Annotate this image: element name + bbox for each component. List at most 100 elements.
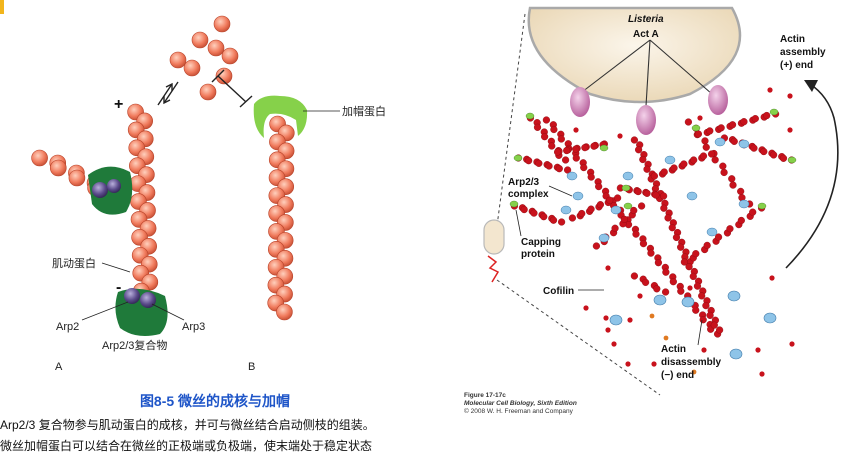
actin-filament-subunit: [694, 131, 701, 138]
actin-filament-subunit: [523, 156, 530, 163]
actin-filament-subunit: [629, 211, 636, 218]
free-actin-dot: [767, 315, 772, 320]
assembly-arrow-head: [804, 80, 818, 92]
actin-filament-subunit: [531, 210, 538, 217]
free-actin-monomer: [214, 16, 230, 32]
actin-filament-subunit: [763, 112, 770, 119]
free-actin-monomer: [200, 84, 216, 100]
actin-filament-subunit: [593, 243, 600, 250]
actin-filament-subunit: [677, 288, 684, 295]
cofilin-blob: [764, 313, 776, 323]
free-actin-dot: [603, 315, 608, 320]
actin-filament-subunit: [565, 140, 572, 147]
actin-assembly-label-3: (+) end: [780, 60, 813, 71]
cofilin-blob: [728, 291, 740, 301]
actin-filament-subunit: [544, 161, 551, 168]
actin-filament-subunit: [541, 129, 548, 136]
actin-filament-subunit: [700, 153, 707, 160]
actin-filament-subunit: [546, 163, 553, 170]
actin-filament-subunit: [662, 289, 669, 296]
minus-end-sign: -: [116, 279, 121, 296]
zoom-line-top: [497, 14, 525, 226]
adp-actin-dot: [692, 370, 697, 375]
free-actin-and-cofilin: [573, 87, 794, 376]
actin-filament-subunit: [642, 189, 649, 196]
actin-filaments-network: [510, 109, 796, 337]
actin-filament-subunit: [606, 197, 613, 204]
actin-filament-subunit: [648, 176, 655, 183]
capping-protein-blob: [624, 203, 632, 209]
actin-filament-subunit: [772, 111, 779, 118]
actin-filament-subunit: [730, 182, 737, 189]
disassembly-label-2: disassembly: [661, 357, 721, 368]
arp23-right-label-1: Arp2/3: [508, 177, 540, 188]
actin-filament-subunit: [612, 225, 619, 232]
actin-filament-subunit: [708, 307, 715, 314]
actin-filament-subunit: [698, 155, 705, 162]
free-actin-dot: [787, 93, 792, 98]
arp23-complex-blob: [573, 192, 583, 200]
actin-filament-subunit: [610, 229, 617, 236]
actin-filament-subunit: [550, 121, 557, 128]
actin-filament-subunit: [521, 206, 528, 213]
actin-filament-subunit: [656, 195, 663, 202]
actin-filament-subunit: [562, 157, 569, 164]
actin-filament-subunit: [713, 238, 720, 245]
actin-filament-subunit: [581, 144, 588, 151]
equilibrium-arrows-a: [158, 82, 178, 105]
free-actin-dot: [767, 87, 772, 92]
caption-line-2: 微丝加帽蛋白可以结合在微丝的正极端或负极端，使末端处于稳定状态: [0, 437, 372, 454]
actin-filament-subunit: [588, 206, 595, 213]
actin-filament-subunit: [721, 169, 728, 176]
actin-filament-subunit: [685, 119, 692, 126]
actin-filament-subunit: [689, 159, 696, 166]
actin-assembly-label-2: assembly: [780, 47, 826, 58]
actin-filament-subunit: [760, 148, 767, 155]
capping-protein-blob: [514, 155, 522, 161]
actin-filament-subunit: [595, 178, 602, 185]
adp-actin-dot: [664, 336, 669, 341]
actin-filament-subunit: [534, 124, 541, 131]
actin-filament-subunit: [641, 151, 648, 158]
actin-filament-subunit: [640, 276, 647, 283]
actin-filament-subunit: [519, 204, 526, 211]
actin-filament-subunit: [729, 121, 736, 128]
actin-filament-subunit: [543, 117, 550, 124]
actin-filament-subunit: [738, 120, 745, 127]
actin-filament-subunit: [680, 161, 687, 168]
actin-filament-subunit: [686, 263, 693, 270]
act-a-protein-3: [708, 85, 728, 115]
actin-filament-subunit: [573, 155, 580, 162]
free-actin-dot: [611, 341, 616, 346]
actin-filament-subunit: [735, 221, 742, 228]
actin-filament-subunit: [610, 197, 617, 204]
arp23-complex-blob: [611, 206, 621, 214]
capping-protein-label: 加帽蛋白: [342, 104, 386, 118]
bacterium-icon: [484, 220, 504, 282]
arp3-subunit: [140, 292, 156, 308]
actin-filament-subunit: [644, 166, 651, 173]
cofilin-blob: [654, 295, 666, 305]
actin-filament-subunit: [529, 208, 536, 215]
actin-filament-subunit: [651, 173, 658, 180]
actin-filament-subunit: [692, 250, 699, 257]
caption-line-1: Arp2/3 复合物参与肌动蛋白的成核，并可与微丝结合启动侧枝的组装。: [0, 416, 375, 433]
arp23-complex-label: Arp2/3复合物: [102, 338, 167, 352]
actin-filament-subunit: [614, 195, 621, 202]
actin-filament-subunit: [644, 190, 651, 197]
figure-number: Figure 17-17c: [464, 392, 506, 399]
panel-b-label: B: [248, 361, 255, 373]
actin-filament-subunit: [660, 205, 667, 212]
actin-filament-subunit: [759, 146, 766, 153]
actin-filament-subunit: [711, 150, 718, 157]
arp3-subunit-branch: [107, 179, 121, 193]
actin-filament-subunit: [631, 137, 638, 144]
actin-filament-subunit: [565, 145, 572, 152]
actin-filament-subunit: [642, 279, 649, 286]
act-a-protein-2: [636, 105, 656, 135]
actin-filament-subunit: [640, 235, 647, 242]
free-actin-dot: [573, 127, 578, 132]
free-actin-dot: [691, 303, 696, 308]
actin-filament-subunit: [515, 155, 522, 162]
actin-filament-subunit: [700, 316, 707, 323]
